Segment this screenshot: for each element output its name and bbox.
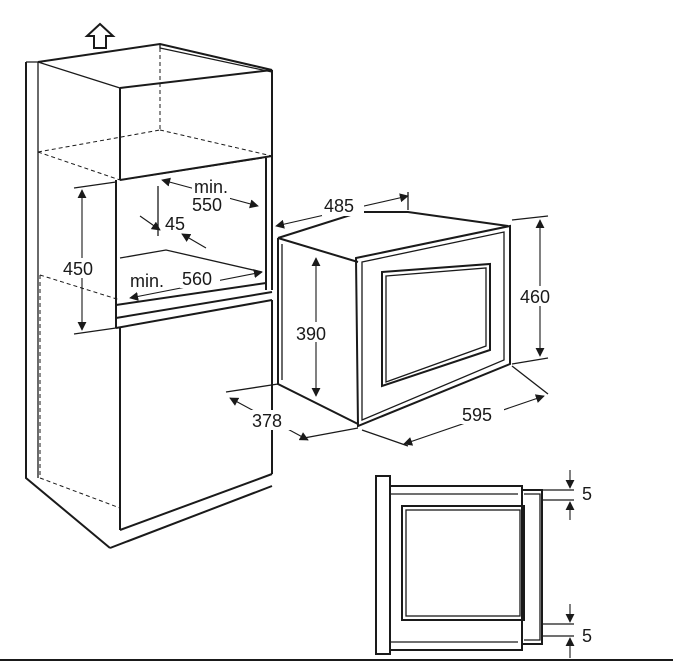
label-bg bbox=[190, 196, 230, 214]
niche-min-depth-value: 550 bbox=[192, 195, 222, 215]
label-bg bbox=[192, 178, 236, 196]
detail-gap-bottom-value: 5 bbox=[582, 626, 592, 646]
front-panel-width-value: 595 bbox=[462, 405, 492, 425]
oven-unit bbox=[277, 211, 511, 428]
niche-height-value: 450 bbox=[63, 259, 93, 279]
label-bg bbox=[164, 214, 188, 232]
oven-body-height-value: 390 bbox=[296, 324, 326, 344]
label-bg bbox=[62, 258, 104, 278]
ventilation-gap-value: 45 bbox=[165, 214, 185, 234]
front-panel-height-value: 460 bbox=[520, 287, 550, 307]
detail-gap-top-value: 5 bbox=[582, 484, 592, 504]
niche-min-width-value: 560 bbox=[182, 269, 212, 289]
cross-section-detail bbox=[375, 470, 575, 658]
oven-depth-top-value: 485 bbox=[324, 196, 354, 216]
niche-min-depth-prefix: min. bbox=[194, 177, 228, 197]
niche-dimension-lines bbox=[73, 177, 263, 335]
oven-body-depth-value: 378 bbox=[252, 411, 282, 431]
label-bg bbox=[518, 286, 562, 306]
label-bg bbox=[250, 410, 292, 430]
niche-min-width-prefix: min. bbox=[130, 271, 164, 291]
up-arrow-icon bbox=[84, 22, 116, 49]
label-bg bbox=[294, 322, 336, 342]
label-bg bbox=[180, 268, 220, 288]
label-bg bbox=[322, 196, 364, 216]
label-bg bbox=[128, 270, 168, 290]
tall-cabinet bbox=[25, 42, 273, 549]
label-bg bbox=[460, 404, 504, 424]
